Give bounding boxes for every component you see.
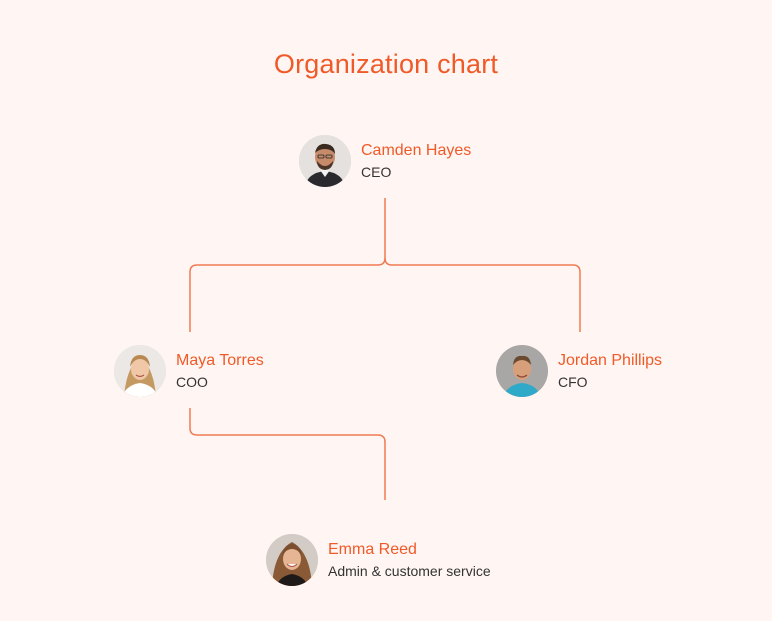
person-role: CEO — [361, 163, 392, 180]
person-name: Emma Reed — [328, 540, 417, 558]
person-avatar-icon — [114, 345, 166, 397]
person-avatar-icon — [299, 135, 351, 187]
person-role: Admin & customer service — [328, 562, 491, 579]
person-role: CFO — [558, 373, 588, 390]
person-role: COO — [176, 373, 208, 390]
connector-coo-admin — [189, 408, 386, 500]
org-node-coo[interactable]: Maya Torres COO — [114, 345, 264, 397]
person-name: Jordan Phillips — [558, 351, 663, 369]
person-avatar-icon — [266, 534, 318, 586]
connector-ceo-coo — [189, 198, 386, 332]
page-title: Organization chart — [273, 49, 499, 79]
org-node-ceo[interactable]: Camden Hayes CEO — [299, 135, 471, 187]
person-name: Camden Hayes — [361, 141, 472, 159]
person-avatar-icon — [496, 345, 548, 397]
connector-ceo-cfo — [384, 257, 581, 332]
org-node-admin[interactable]: Emma Reed Admin & customer service — [266, 534, 491, 586]
org-node-cfo[interactable]: Jordan Phillips CFO — [496, 345, 662, 397]
person-name: Maya Torres — [176, 351, 264, 369]
